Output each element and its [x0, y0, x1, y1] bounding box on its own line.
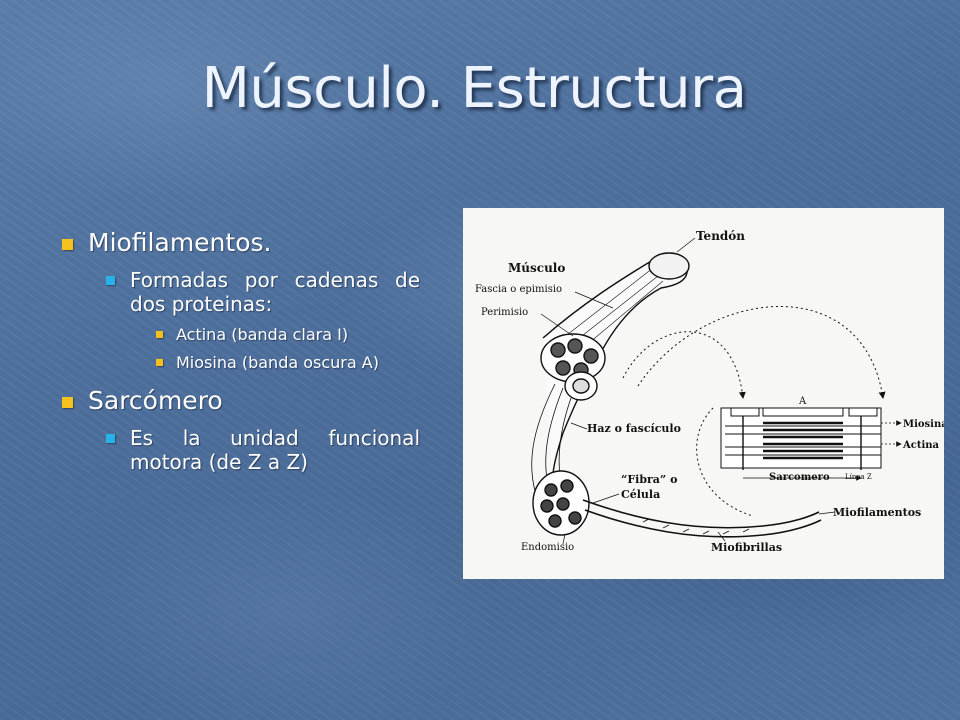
label-musculo: Músculo — [508, 261, 565, 275]
bullet-unidad-funcional: Es la unidad funcional motora (de Z a Z) — [106, 426, 420, 474]
bullet-text: Actina (banda clara I) — [176, 325, 349, 344]
square-bullet-icon — [106, 276, 115, 285]
bullet-text: Miofilamentos. — [88, 228, 272, 257]
leader-lines — [540, 237, 836, 545]
muscle-drawing — [531, 252, 822, 538]
bullet-miosina: Miosina (banda oscura A) — [156, 352, 420, 374]
label-miofilamentos: Miofilamentos — [833, 506, 921, 519]
label-tendon: Tendón — [696, 229, 745, 243]
label-sarcomero: Sarcomero — [769, 472, 830, 483]
square-bullet-icon — [106, 434, 115, 443]
bullet-text: Miosina (banda oscura A) — [176, 353, 379, 372]
label-miosina: Miosina — [903, 419, 944, 430]
square-bullet-icon — [62, 397, 73, 408]
bullet-text: Es la unidad funcional motora (de Z a Z) — [130, 426, 420, 474]
slide-title: Músculo. Estructura — [201, 56, 747, 121]
label-fibra-2: Célula — [621, 488, 660, 501]
label-banda-a: A — [798, 396, 807, 407]
label-haz: Haz o fascículo — [587, 422, 681, 435]
bullet-text: Formadas por cadenas de dos proteinas: — [130, 268, 420, 316]
bullet-formadas: Formadas por cadenas de dos proteinas: — [106, 268, 420, 316]
bullet-list: Miofilamentos. Formadas por cadenas de d… — [62, 226, 420, 474]
label-fibra-1: “Fibra” o — [621, 473, 677, 486]
label-perimisio: Perimisio — [481, 307, 528, 318]
bullet-miofilamentos: Miofilamentos. — [62, 226, 420, 260]
muscle-structure-figure: Tendón Músculo Fascia o epimisio Perimis… — [463, 208, 944, 579]
dotted-arrows — [622, 306, 886, 517]
muscle-diagram: Tendón Músculo Fascia o epimisio Perimis… — [475, 229, 944, 554]
square-bullet-icon — [156, 359, 163, 366]
square-bullet-icon — [156, 331, 163, 338]
bullet-actina: Actina (banda clara I) — [156, 324, 420, 346]
bullet-text: Sarcómero — [88, 386, 223, 415]
label-linea-z: Línea Z — [845, 473, 872, 481]
label-fascia: Fascia o epimisio — [475, 284, 562, 295]
sarcomere-drawing — [720, 407, 902, 481]
square-bullet-icon — [62, 239, 73, 250]
bullet-sarcomero: Sarcómero — [62, 384, 420, 418]
label-miofibrillas: Miofibrillas — [711, 541, 782, 554]
label-actina: Actina — [902, 440, 940, 451]
label-endomisio: Endomisio — [521, 542, 574, 553]
